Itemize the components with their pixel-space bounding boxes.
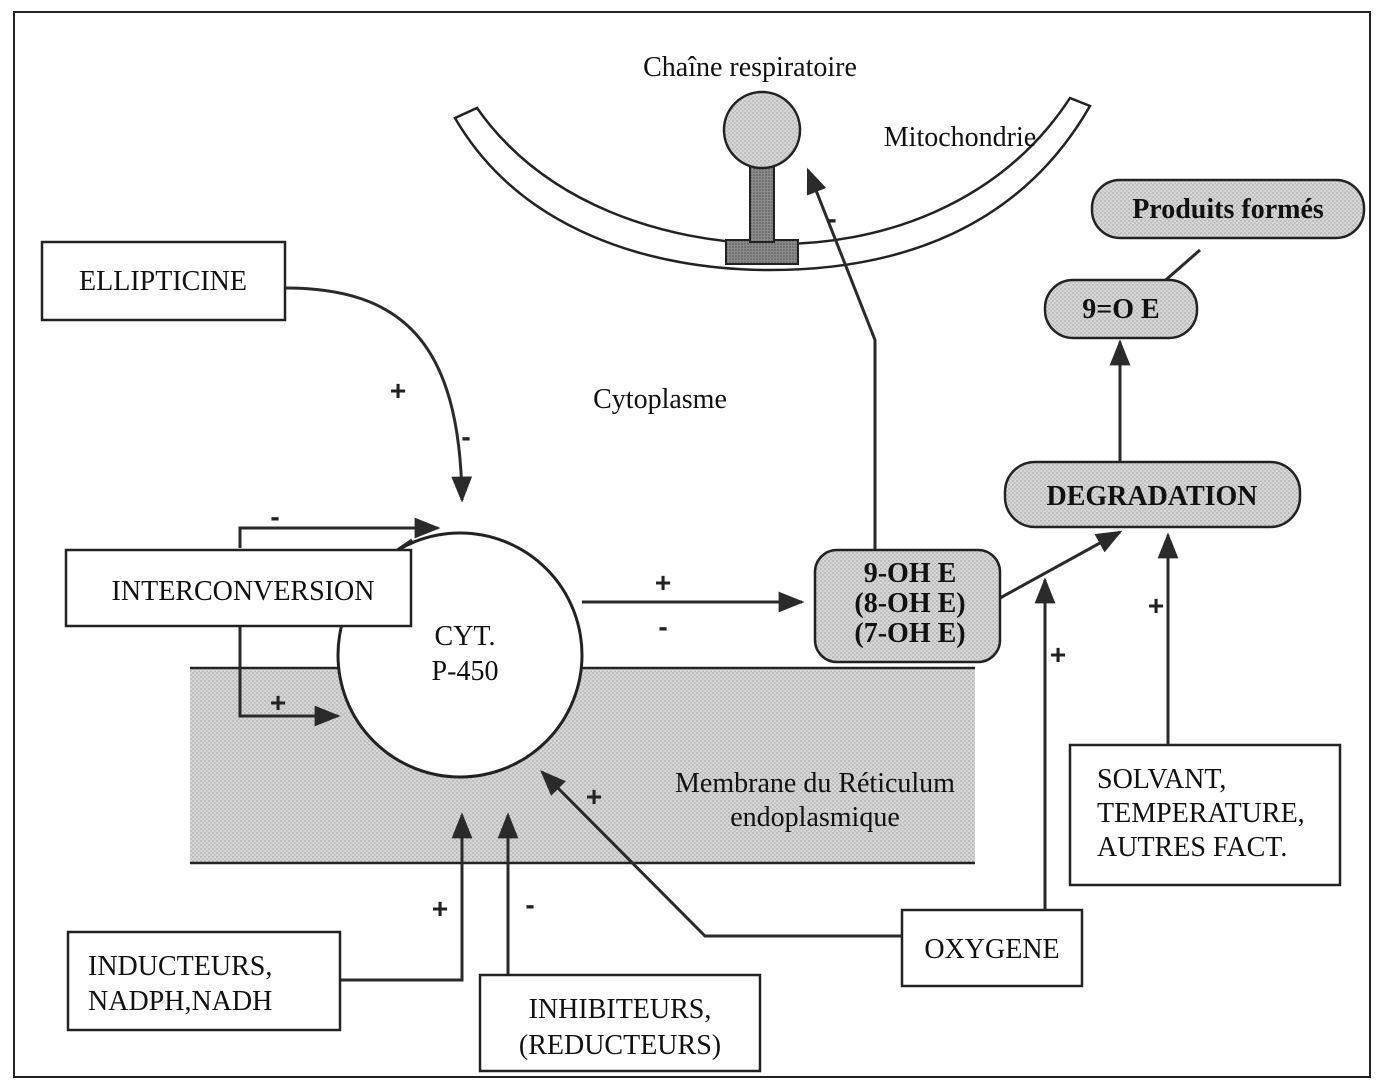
solvant-label-line1: SOLVANT, (1097, 764, 1226, 795)
degradation-label: DEGRADATION (1046, 481, 1257, 512)
solvant-label-line3: AUTRES FACT. (1097, 832, 1287, 863)
respiratory-chain-base (725, 239, 799, 265)
respiratory-chain-head (722, 90, 802, 170)
mitochondrion-label: Mitochondrie (884, 122, 1036, 153)
plus-sign-interconversion: + (270, 687, 286, 718)
arrow-ellipticine-to-cyt (284, 286, 473, 503)
oxygene-box (900, 908, 1084, 988)
inhibiteurs-label-line2: (REDUCTEURS) (519, 1030, 721, 1061)
inhibiteurs-label-line1: INHIBITEURS, (529, 994, 712, 1025)
arrow-metabolites-to-degradation (999, 530, 1123, 600)
inducteurs-box (66, 930, 342, 1032)
inducteurs-label-line2: NADPH,NADH (88, 986, 272, 1017)
metabolite-9oh: 9-OH E (864, 558, 957, 589)
products-label: Produits formés (1132, 194, 1324, 225)
cyt-label-line2: P-450 (432, 656, 499, 687)
frame-border (13, 11, 1371, 1078)
plus-sign-oxygen-degradation: + (1050, 639, 1066, 670)
metabolite-7oh: (7-OH E) (854, 618, 965, 649)
interconversion-label: INTERCONVERSION (112, 576, 375, 607)
mitochondrion-membrane (453, 96, 1092, 272)
interconversion-box (64, 548, 413, 628)
arrow-interconversion-bottom (238, 625, 341, 727)
minus-sign-chain: - (827, 203, 836, 234)
products-box (1090, 178, 1366, 240)
minus-sign-ellipticine: - (461, 421, 470, 452)
quinone-label: 9=O E (1082, 294, 1159, 325)
solvant-label-line2: TEMPERATURE, (1097, 798, 1305, 829)
quinone-box (1043, 278, 1199, 340)
plus-sign-cyt-output: + (655, 567, 671, 598)
degradation-box (1003, 460, 1302, 529)
respiratory-chain-stalk (749, 161, 775, 243)
plus-sign-ellipticine: + (390, 375, 406, 406)
arrow-oxygen-to-cyt (540, 770, 902, 938)
metabolite-8oh: (8-OH E) (854, 588, 965, 619)
cytoplasm-label: Cytoplasme (593, 384, 727, 415)
membrane-label-line1: Membrane du Réticulum (675, 768, 955, 799)
arrow-interconversion-top (238, 517, 441, 548)
cyt-label-line1: CYT. (435, 621, 496, 652)
arrow-metabolites-to-chain (806, 167, 877, 552)
plus-sign-inducteurs: + (432, 893, 448, 924)
ellipticine-label: ELLIPTICINE (79, 266, 247, 297)
minus-sign-interconversion: - (270, 501, 279, 532)
respiratory-chain-label: Chaîne respiratoire (643, 52, 857, 83)
membrane-label-line2: endoplasmique (730, 802, 900, 833)
solvant-box (1068, 743, 1342, 887)
inducteurs-label-line1: INDUCTEURS, (88, 951, 272, 982)
metabolites-box (813, 548, 1002, 664)
plus-sign-oxygen-cyt: + (586, 781, 602, 812)
membrane-region (190, 668, 975, 863)
plus-sign-solvant: + (1148, 590, 1164, 621)
minus-sign-inhibiteurs: - (525, 889, 534, 920)
ellipticine-box (40, 240, 287, 322)
oxygene-label: OXYGENE (924, 934, 1059, 965)
arrow-inducteurs-to-cyt (340, 812, 473, 982)
inhibiteurs-box (478, 973, 762, 1073)
minus-sign-cyt-output: - (658, 611, 667, 642)
